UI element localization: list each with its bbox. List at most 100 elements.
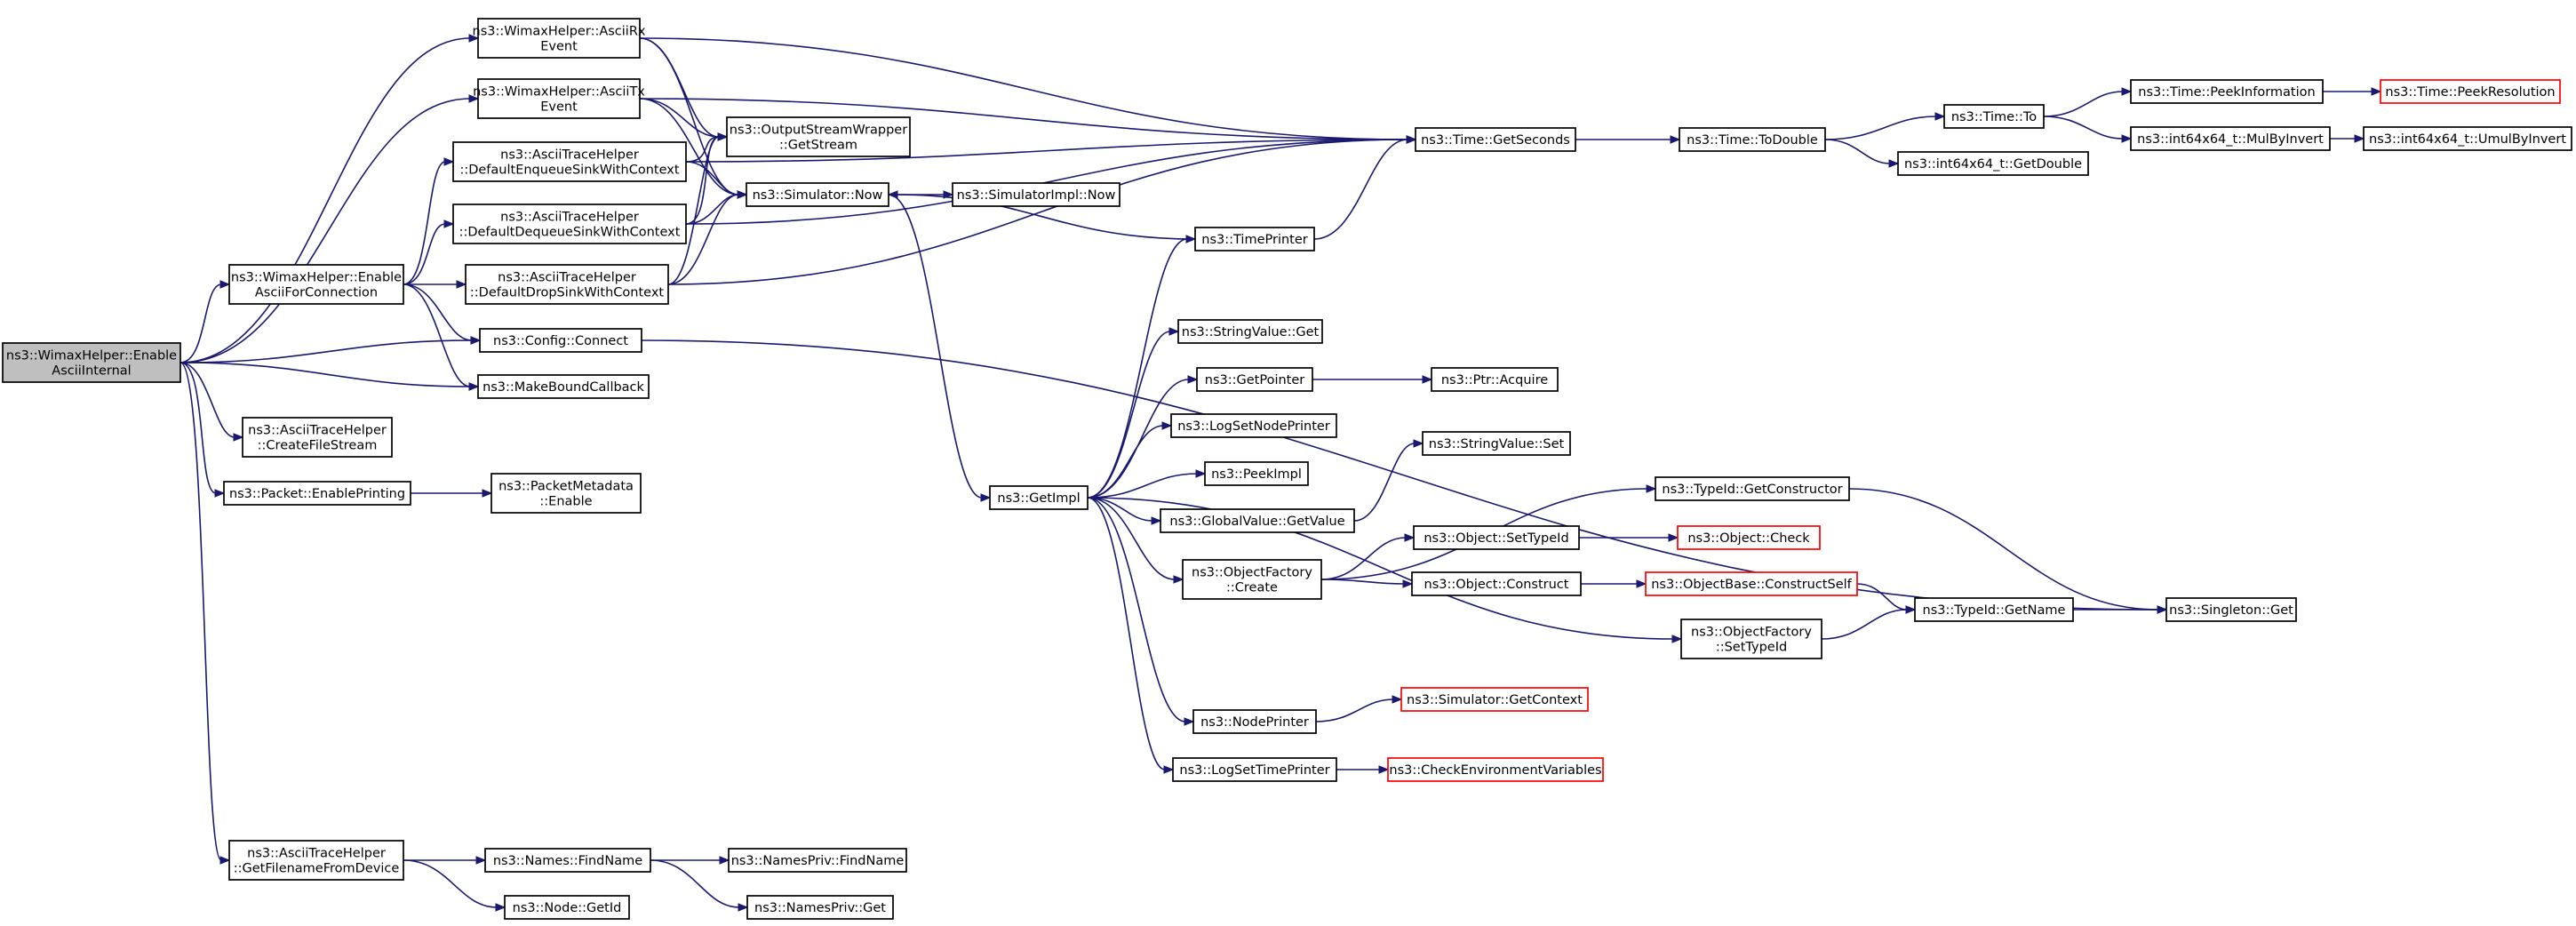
node-gvget[interactable]: ns3::GlobalValue::GetValue bbox=[1160, 508, 1355, 533]
edge-arrowhead bbox=[2157, 605, 2168, 614]
node-box bbox=[1170, 413, 1337, 438]
node-dequeue[interactable]: ns3::AsciiTraceHelper::DefaultDequeueSin… bbox=[452, 204, 687, 244]
node-peekimpl[interactable]: ns3::PeekImpl bbox=[1204, 461, 1309, 486]
node-nodeprinter[interactable]: ns3::NodePrinter bbox=[1192, 709, 1317, 734]
node-box bbox=[465, 264, 669, 305]
edge-arrowhead bbox=[1636, 579, 1647, 588]
node-timeto[interactable]: ns3::Time::To bbox=[1943, 104, 2045, 129]
node-label: ns3::WimaxHelper::Enable bbox=[6, 349, 177, 363]
node-getname[interactable]: ns3::TypeId::GetName bbox=[1914, 597, 2074, 622]
node-timeprinter[interactable]: ns3::TimePrinter bbox=[1194, 227, 1315, 251]
node-label: ns3::GetImpl bbox=[997, 491, 1080, 506]
node-settypeid[interactable]: ns3::Object::SetTypeId bbox=[1413, 525, 1580, 550]
node-label: ns3::int64x64_t::MulByInvert bbox=[2137, 132, 2324, 147]
node-label: ::GetStream bbox=[779, 139, 857, 153]
node-nodegetid[interactable]: ns3::Node::GetId bbox=[504, 895, 630, 920]
node-simgetctx[interactable]: ns3::Simulator::GetContext bbox=[1400, 687, 1589, 712]
edge-arrowhead bbox=[495, 903, 506, 912]
node-label: ns3::CheckEnvironmentVariables bbox=[1389, 763, 1601, 778]
node-umulbyinv[interactable]: ns3::int64x64_t::UmulByInvert bbox=[2363, 126, 2572, 151]
edge-line bbox=[1353, 443, 1416, 522]
node-connect[interactable]: ns3::Config::Connect bbox=[479, 328, 642, 353]
edge-arrowhead bbox=[1646, 484, 1657, 493]
node-mkbound[interactable]: ns3::MakeBoundCallback bbox=[477, 374, 650, 399]
node-box bbox=[477, 374, 650, 399]
node-label: ns3::Names::FindName bbox=[493, 854, 642, 868]
node-box bbox=[728, 848, 907, 873]
node-constructself[interactable]: ns3::ObjectBase::ConstructSelf bbox=[1645, 571, 1858, 596]
node-enablecon[interactable]: ns3::WimaxHelper::EnableAsciiForConnecti… bbox=[228, 264, 404, 305]
node-pktenable[interactable]: ns3::Packet::EnablePrinting bbox=[223, 481, 411, 506]
node-privget[interactable]: ns3::NamesPriv::Get bbox=[746, 895, 894, 920]
node-getfname[interactable]: ns3::AsciiTraceHelper::GetFilenameFromDe… bbox=[228, 840, 404, 881]
node-createfs[interactable]: ns3::AsciiTraceHelper::CreateFileStream bbox=[242, 417, 393, 458]
edge-line bbox=[1087, 497, 1176, 580]
node-pktmeta[interactable]: ns3::PacketMetadata::Enable bbox=[490, 473, 642, 514]
node-todouble[interactable]: ns3::Time::ToDouble bbox=[1679, 127, 1826, 152]
node-box bbox=[989, 485, 1089, 510]
edge-arrowhead bbox=[219, 280, 231, 289]
node-peekinfo[interactable]: ns3::Time::PeekInformation bbox=[2130, 79, 2324, 104]
node-ofcreate[interactable]: ns3::ObjectFactory::Create bbox=[1182, 559, 1322, 600]
node-enqueue[interactable]: ns3::AsciiTraceHelper::DefaultEnqueueSin… bbox=[452, 141, 687, 182]
node-getpointer[interactable]: ns3::GetPointer bbox=[1196, 367, 1313, 392]
node-singleton[interactable]: ns3::Singleton::Get bbox=[2165, 597, 2297, 622]
node-mulbyinv[interactable]: ns3::int64x64_t::MulByInvert bbox=[2130, 126, 2331, 151]
node-label: ::DefaultEnqueueSinkWithContext bbox=[459, 164, 679, 178]
node-logtime[interactable]: ns3::LogSetTimePrinter bbox=[1172, 757, 1337, 782]
node-box bbox=[1655, 476, 1850, 501]
node-label: ns3::Singleton::Get bbox=[2169, 603, 2293, 618]
node-privfind[interactable]: ns3::NamesPriv::FindName bbox=[728, 848, 907, 873]
edge-line bbox=[179, 98, 471, 363]
edge-line bbox=[1087, 238, 1188, 499]
node-getseconds[interactable]: ns3::Time::GetSeconds bbox=[1415, 127, 1576, 152]
node-ofsettype[interactable]: ns3::ObjectFactory::SetTypeId bbox=[1680, 619, 1822, 659]
node-findname[interactable]: ns3::Names::FindName bbox=[484, 848, 651, 873]
node-getimpl[interactable]: ns3::GetImpl bbox=[989, 485, 1089, 510]
edge-arrowhead bbox=[887, 190, 898, 199]
node-strset[interactable]: ns3::StringValue::Set bbox=[1422, 431, 1571, 456]
node-box bbox=[2380, 79, 2561, 104]
node-label: ns3::SimulatorImpl::Now bbox=[957, 188, 1116, 203]
node-getstream[interactable]: ns3::OutputStreamWrapper::GetStream bbox=[726, 116, 911, 157]
edge-arrowhead bbox=[233, 433, 244, 442]
edge-arrowhead bbox=[717, 132, 729, 141]
node-box bbox=[1160, 508, 1355, 533]
node-ptracquire[interactable]: ns3::Ptr::Acquire bbox=[1431, 367, 1559, 392]
node-label: ::CreateFileStream bbox=[258, 439, 378, 453]
node-getctor[interactable]: ns3::TypeId::GetConstructor bbox=[1655, 476, 1850, 501]
node-box bbox=[2130, 79, 2324, 104]
call-edge-logtime-to-checkenv bbox=[1336, 765, 1390, 774]
node-box bbox=[1413, 525, 1580, 550]
edge-arrowhead bbox=[1905, 605, 1917, 614]
node-simnow[interactable]: ns3::Simulator::Now bbox=[746, 182, 889, 207]
node-simimplnow[interactable]: ns3::SimulatorImpl::Now bbox=[952, 182, 1121, 207]
call-edge-getimpl-to-logtime bbox=[1087, 497, 1175, 774]
call-edge-txevent-to-getstream bbox=[639, 98, 729, 141]
node-getdouble[interactable]: ns3::int64x64_t::GetDouble bbox=[1897, 151, 2089, 176]
edge-arrowhead bbox=[1402, 579, 1414, 588]
node-drop[interactable]: ns3::AsciiTraceHelper::DefaultDropSinkWi… bbox=[465, 264, 669, 305]
edge-line bbox=[403, 283, 473, 341]
node-box bbox=[452, 141, 687, 182]
edge-line bbox=[639, 98, 739, 196]
node-objconstruct[interactable]: ns3::Object::Construct bbox=[1411, 571, 1582, 596]
node-objcheck[interactable]: ns3::Object::Check bbox=[1677, 525, 1821, 550]
node-box bbox=[228, 840, 404, 881]
node-box bbox=[1422, 431, 1571, 456]
node-checkenv[interactable]: ns3::CheckEnvironmentVariables bbox=[1387, 757, 1604, 782]
node-label: ns3::TimePrinter bbox=[1201, 233, 1308, 247]
node-peekres[interactable]: ns3::Time::PeekResolution bbox=[2380, 79, 2561, 104]
edge-arrowhead bbox=[219, 856, 231, 865]
edge-arrowhead bbox=[1392, 695, 1403, 704]
node-label: ::DefaultDequeueSinkWithContext bbox=[459, 226, 681, 240]
edge-arrowhead bbox=[468, 382, 480, 391]
node-strget[interactable]: ns3::StringValue::Get bbox=[1177, 319, 1323, 344]
node-box bbox=[1645, 571, 1858, 596]
call-edge-rxevent-to-getstream bbox=[639, 37, 729, 141]
node-label: ns3::WimaxHelper::AsciiTx bbox=[473, 85, 645, 100]
node-lognode[interactable]: ns3::LogSetNodePrinter bbox=[1170, 413, 1337, 438]
